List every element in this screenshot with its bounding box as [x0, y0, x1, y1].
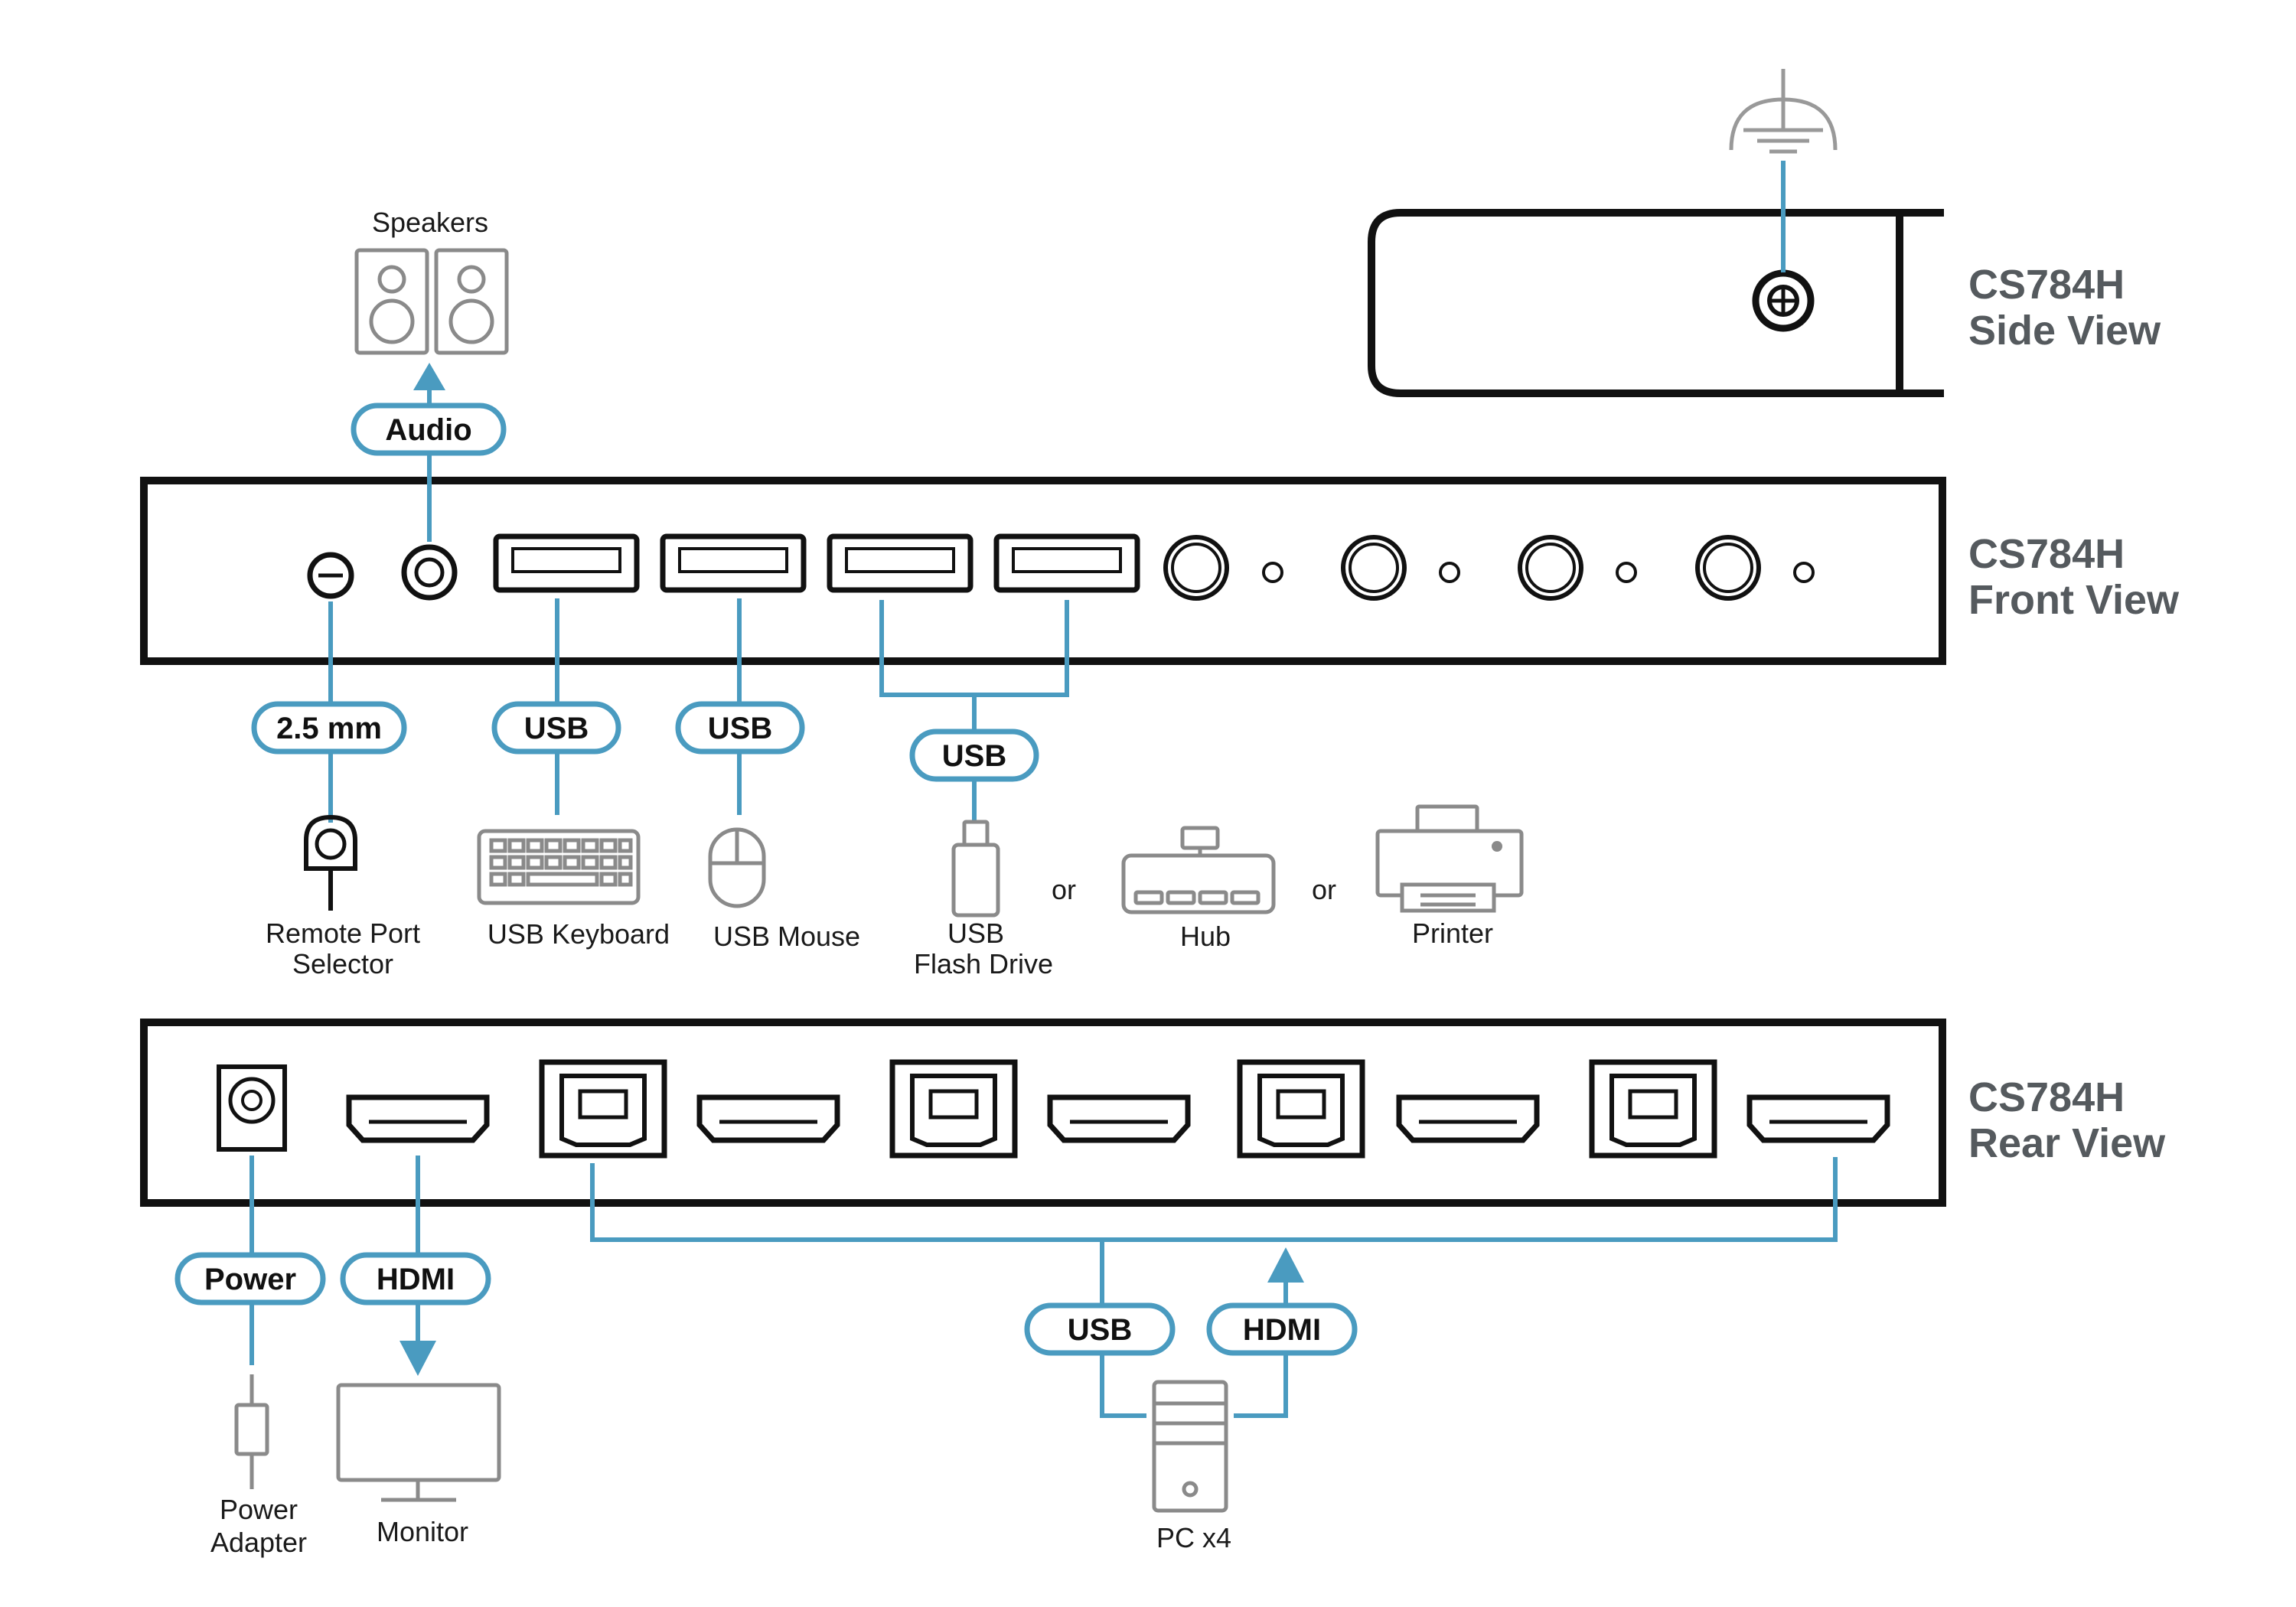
pill-power: Power: [174, 1252, 326, 1305]
side-view-title: Side View: [1968, 308, 2161, 354]
flash-drive-icon: [951, 820, 1000, 918]
monitor-icon: [336, 1383, 501, 1502]
pc-hdmi-port-2: [1047, 1094, 1191, 1143]
pill-audio: Audio: [351, 403, 507, 456]
monitor-arrow: [400, 1341, 436, 1376]
front-usb-bridge: [879, 600, 1069, 697]
printer-icon: [1375, 804, 1524, 913]
hub-label: Hub: [1180, 921, 1231, 952]
remote-port-selector-label-1: Remote Port: [266, 918, 420, 949]
pill-hdmi-pc: HDMI: [1206, 1302, 1358, 1356]
pill-hdmi-monitor: HDMI: [340, 1252, 491, 1305]
svg-text:USB: USB: [524, 712, 589, 745]
hub-icon: [1121, 826, 1276, 914]
front-view-chassis: [140, 477, 1946, 665]
remote-port-jack: [307, 552, 354, 599]
side-view: CS784H Side View: [1368, 69, 2161, 397]
rear-view-model: CS784H: [1968, 1074, 2125, 1120]
port-led-4: [1793, 562, 1815, 583]
usb-b-port-4: [1589, 1059, 1717, 1159]
mouse-icon: [708, 827, 766, 908]
or-label-2: or: [1312, 874, 1336, 905]
usb-keyboard-label: USB Keyboard: [488, 918, 670, 950]
front-view-model: CS784H: [1968, 531, 2125, 577]
printer-label: Printer: [1412, 918, 1493, 949]
usb-b-port-1: [539, 1059, 667, 1159]
front-usb-port-2: [660, 533, 807, 593]
pc-bus-cable: [590, 1157, 1838, 1242]
side-view-model: CS784H: [1968, 262, 2125, 308]
speakers-label: Speakers: [372, 207, 488, 238]
monitor-label: Monitor: [377, 1516, 468, 1547]
front-view: CS784H Front View: [140, 477, 2180, 665]
rear-view-chassis: [140, 1019, 1946, 1207]
pc-hdmi-arrow: [1267, 1247, 1304, 1283]
pc-hdmi-port-1: [696, 1094, 840, 1143]
svg-text:USB: USB: [708, 712, 772, 745]
side-view-chassis: [1368, 209, 1944, 397]
port-selection-button-1: [1163, 535, 1229, 601]
pill-usb-flash: USB: [909, 729, 1039, 782]
svg-text:Power: Power: [204, 1263, 296, 1296]
usb-b-port-2: [889, 1059, 1018, 1159]
keyboard-icon: [477, 829, 641, 905]
front-usb-port-1: [493, 533, 640, 593]
power-adapter-label-1: Power: [220, 1494, 298, 1525]
rear-view-title: Rear View: [1968, 1120, 2166, 1166]
audio-jack: [401, 544, 458, 601]
remote-port-selector-label-2: Selector: [292, 948, 393, 980]
port-led-3: [1616, 562, 1637, 583]
console-hdmi-port: [346, 1094, 490, 1143]
usb-b-port-3: [1237, 1059, 1365, 1159]
usb-flash-drive-label-1: USB: [947, 918, 1004, 949]
svg-text:USB: USB: [1068, 1313, 1132, 1347]
power-adapter-label-2: Adapter: [210, 1527, 307, 1558]
power-adapter-icon: [234, 1374, 269, 1489]
pill-2-5mm: 2.5 mm: [251, 701, 407, 755]
svg-text:2.5 mm: 2.5 mm: [276, 712, 382, 745]
svg-text:Audio: Audio: [385, 413, 471, 447]
port-selection-button-3: [1518, 535, 1583, 601]
remote-port-selector-icon: [304, 814, 357, 911]
ground-icon: [1729, 69, 1838, 154]
port-led-2: [1439, 562, 1460, 583]
usb-flash-drive-label-2: Flash Drive: [914, 948, 1053, 980]
power-jack: [217, 1064, 287, 1152]
usb-mouse-label: USB Mouse: [713, 921, 860, 952]
pc-label: PC x4: [1156, 1522, 1231, 1553]
speakers-icon: [354, 248, 509, 355]
svg-text:HDMI: HDMI: [1243, 1313, 1321, 1347]
pill-usb-keyboard: USB: [491, 701, 621, 755]
port-led-1: [1262, 562, 1283, 583]
front-usb-port-3: [827, 533, 974, 593]
grounding-terminal: [1752, 269, 1815, 332]
or-label-1: or: [1052, 874, 1076, 905]
pc-usb-cable: [1100, 1240, 1146, 1418]
pc-tower-icon: [1152, 1380, 1228, 1513]
audio-arrow: [413, 363, 445, 390]
port-selection-button-2: [1341, 535, 1407, 601]
pill-usb-pc: USB: [1024, 1302, 1176, 1356]
front-view-title: Front View: [1968, 577, 2180, 623]
svg-text:HDMI: HDMI: [377, 1263, 455, 1296]
rear-view: CS784H Rear View: [140, 1019, 2166, 1207]
pc-hdmi-port-3: [1396, 1094, 1540, 1143]
pill-usb-mouse: USB: [675, 701, 805, 755]
front-usb-port-4: [993, 533, 1140, 593]
svg-text:USB: USB: [942, 739, 1006, 773]
pc-hdmi-port-4: [1746, 1094, 1890, 1143]
port-selection-button-4: [1695, 535, 1761, 601]
